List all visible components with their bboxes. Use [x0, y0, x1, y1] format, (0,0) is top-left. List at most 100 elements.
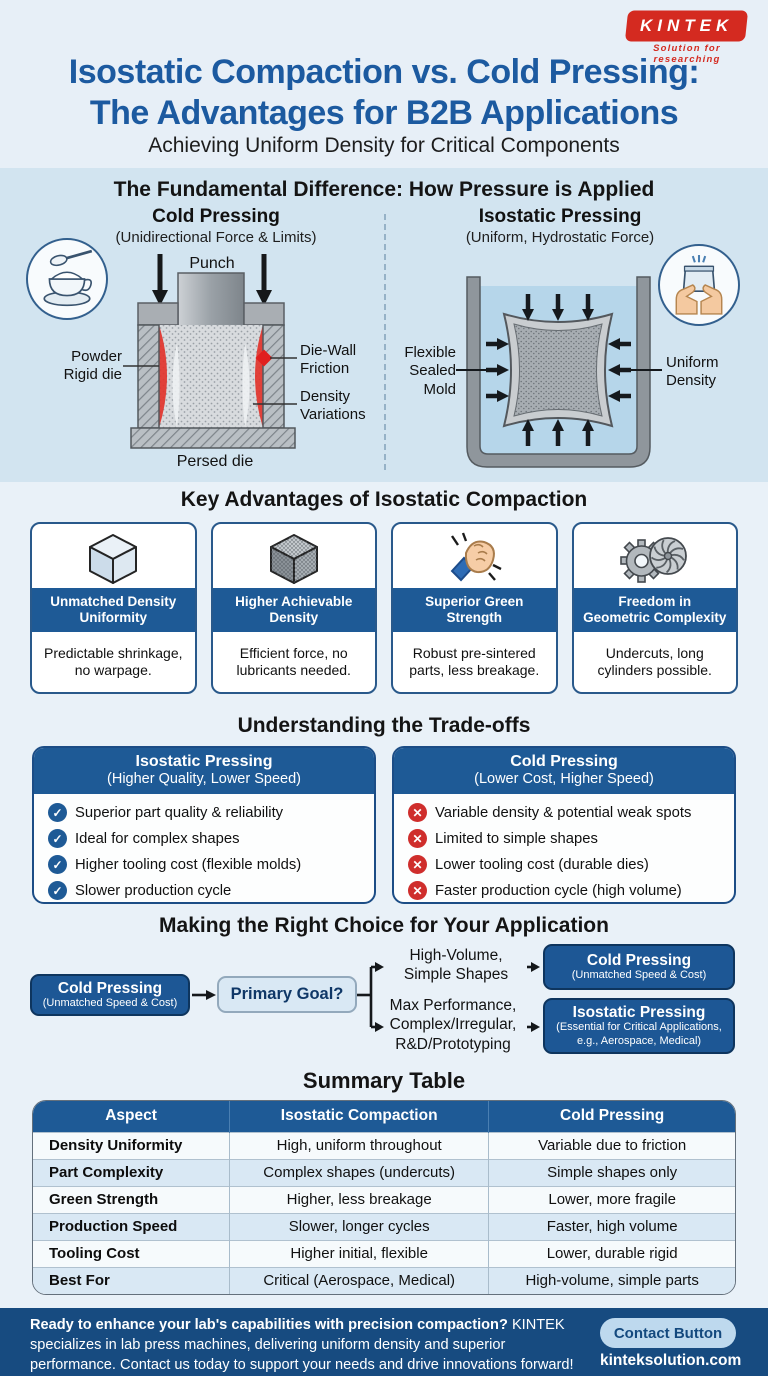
cold-pressing-diagram: [123, 254, 297, 449]
fundamental-difference-section: The Fundamental Difference: How Pressure…: [0, 168, 768, 482]
brand-name: KINTEK: [640, 16, 734, 35]
brand-tagline: Solution for researching: [653, 43, 721, 65]
kintek-logo-box: KINTEK: [626, 12, 748, 40]
check-icon: ✓: [48, 829, 67, 849]
page-subtitle: Achieving Uniform Density for Critical C…: [148, 134, 620, 157]
dashed-divider: [384, 214, 386, 470]
cell-cold: Variable due to friction: [488, 1131, 735, 1159]
list-item-label: Ideal for complex shapes: [75, 830, 240, 847]
check-icon: ✓: [48, 881, 67, 901]
advantage-card-desc: Predictable shrinkage, no warpage.: [43, 644, 183, 679]
label-persed-die: Persed die: [176, 453, 254, 470]
cold-pressing-column-heading: Cold Pressing (Unidirectional Force & Li…: [96, 206, 336, 246]
clapping-hands-icon: [393, 524, 556, 588]
cell-isostatic: Critical (Aerospace, Medical): [229, 1266, 490, 1294]
list-item-label: Limited to simple shapes: [435, 830, 598, 847]
flow-decision-box: Primary Goal?: [217, 976, 357, 1013]
cell-aspect: Best For: [33, 1266, 231, 1294]
gear-turbine-icon: [574, 524, 737, 588]
footer-text-regular: KINTEK specializes in lab press machines…: [30, 1317, 574, 1374]
label-uniform-density: Uniform Density: [666, 354, 719, 390]
cold-pressing-subtitle: (Unidirectional Force & Limits): [115, 229, 317, 246]
contact-button[interactable]: Contact Button: [600, 1318, 736, 1348]
check-icon: ✓: [48, 803, 67, 823]
cell-aspect: Tooling Cost: [33, 1239, 231, 1267]
table-row: Part Complexity Complex shapes (undercut…: [33, 1158, 735, 1186]
list-item: ✓ Ideal for complex shapes: [48, 829, 364, 849]
advantage-card-geometric-complexity: Freedom in Geometric Complexity Undercut…: [571, 522, 738, 694]
list-item: ✕Lower tooling cost (durable dies): [408, 855, 724, 875]
cell-cold: Faster, high volume: [488, 1212, 735, 1240]
tradeoff-subtitle: (Higher Quality, Lower Speed): [107, 771, 301, 788]
advantage-card-title: Unmatched Density Uniformity: [32, 588, 195, 632]
tradeoff-header-isostatic: Isostatic Pressing (Higher Quality, Lowe…: [34, 748, 374, 795]
cross-icon: ✕: [408, 881, 427, 901]
table-row: Density Uniformity High, uniform through…: [33, 1131, 735, 1159]
flow-result-isostatic-pressing: Isostatic Pressing (Essential for Critic…: [543, 998, 735, 1054]
advantage-card-title: Freedom in Geometric Complexity: [573, 588, 736, 632]
tradeoff-card-cold: Cold Pressing (Lower Cost, Higher Speed)…: [392, 746, 736, 904]
website-link[interactable]: kinteksolution.com: [600, 1352, 742, 1369]
key-advantages-section: Key Advantages of Isostatic Compaction U…: [0, 482, 768, 710]
label-density-variations: Density Variations: [300, 388, 366, 424]
section-heading-choice: Making the Right Choice for Your Applica…: [159, 914, 609, 937]
tradeoff-title: Isostatic Pressing: [135, 753, 273, 770]
flow-box-subtitle: (Unmatched Speed & Cost): [571, 968, 707, 981]
label-powder-rigid-die: Powder Rigid die: [63, 348, 122, 384]
label-die-wall-friction: Die-Wall Friction: [300, 342, 357, 378]
advantage-card-desc: Efficient force, no lubricants needed.: [236, 644, 351, 679]
cell-cold: Lower, more fragile: [488, 1185, 735, 1213]
cell-cold: Lower, durable rigid: [488, 1239, 735, 1267]
tradeoff-subtitle: (Lower Cost, Higher Speed): [474, 771, 654, 788]
tradeoff-card-isostatic: Isostatic Pressing (Higher Quality, Lowe…: [32, 746, 376, 904]
list-item: ✕ Limited to simple shapes: [408, 829, 724, 849]
footer-text: Ready to enhance your lab's capabilities…: [30, 1315, 590, 1375]
cell-isostatic: Higher, less breakage: [229, 1185, 490, 1213]
advantage-card-desc: Undercuts, long cylinders possible.: [597, 644, 712, 679]
label-punch: Punch: [189, 255, 235, 272]
check-icon: ✓: [48, 855, 67, 875]
cube-outline-icon: [32, 524, 195, 588]
cell-aspect: Density Uniformity: [33, 1131, 231, 1159]
page-title-line1: Isostatic Compaction vs. Cold Pressing:: [68, 53, 700, 91]
tradeoff-list-isostatic: ✓ Superior part quality & reliability ✓ Id…: [34, 803, 374, 901]
choice-flowchart-section: Making the Right Choice for Your Applica…: [0, 910, 768, 1066]
list-item: ✕Variable density & potential weak spots: [408, 803, 724, 823]
vacuum-bag-icon-circle: [658, 244, 740, 326]
cell-isostatic: Higher initial, flexible: [229, 1239, 490, 1267]
section-heading-summary: Summary Table: [302, 1068, 466, 1093]
list-item-label: Faster production cycle (high volume): [435, 882, 682, 899]
table-row: Green Strength Higher, less breakage Low…: [33, 1185, 735, 1213]
flow-box-title: Cold Pressing: [57, 979, 163, 997]
table-row: Best For Critical (Aerospace, Medical) H…: [33, 1266, 735, 1294]
column-header-isostatic: Isostatic Compaction: [229, 1101, 490, 1132]
flow-box-title: Isostatic Pressing: [572, 1004, 706, 1022]
powder-cup-icon: [26, 238, 108, 320]
tradeoffs-section: Understanding the Trade-offs Isostatic P…: [0, 710, 768, 910]
cold-pressing-title: Cold Pressing: [152, 206, 280, 227]
cell-isostatic: Slower, longer cycles: [229, 1212, 490, 1240]
list-item: ✓ Slower production cycle: [48, 881, 364, 901]
flow-box-subtitle: (Essential for Critical Applications, e.…: [556, 1021, 722, 1047]
hands-bag-icon: [675, 255, 723, 315]
list-item-label: Slower production cycle: [75, 882, 232, 899]
page-title: Isostatic Compaction vs. Cold Pressing: …: [0, 52, 768, 134]
advantage-card-green-strength: Superior Green Strength Robust pre-sinte…: [391, 522, 558, 694]
flow-branch-top-label: High-Volume, Simple Shapes: [403, 947, 509, 984]
page-title-line2: The Advantages for B2B Applications: [89, 93, 679, 132]
section-heading-fundamental: The Fundamental Difference: How Pressure…: [113, 178, 655, 201]
list-item-label: Superior part quality & reliability: [75, 804, 284, 821]
cross-icon: ✕: [408, 829, 427, 849]
footer-cta: Ready to enhance your lab's capabilities…: [0, 1308, 768, 1376]
summary-table: Aspect Isostatic Compaction Cold Pressin…: [32, 1100, 736, 1295]
column-header-cold: Cold Pressing: [488, 1101, 735, 1132]
section-heading-advantages: Key Advantages of Isostatic Compaction: [180, 488, 588, 511]
label-flexible-sealed-mold: Flexible Sealed Mold: [404, 344, 456, 398]
flow-result-cold-pressing: Cold Pressing (Unmatched Speed & Cost): [543, 944, 735, 990]
table-header-row: Aspect Isostatic Compaction Cold Pressin…: [33, 1101, 735, 1132]
cell-aspect: Green Strength: [33, 1185, 231, 1213]
advantage-cards: Unmatched Density Uniformity Predictable…: [30, 522, 738, 694]
advantage-card-higher-density: Higher Achievable Density Efficient forc…: [210, 522, 377, 694]
isostatic-pressing-title: Isostatic Pressing: [478, 206, 642, 227]
